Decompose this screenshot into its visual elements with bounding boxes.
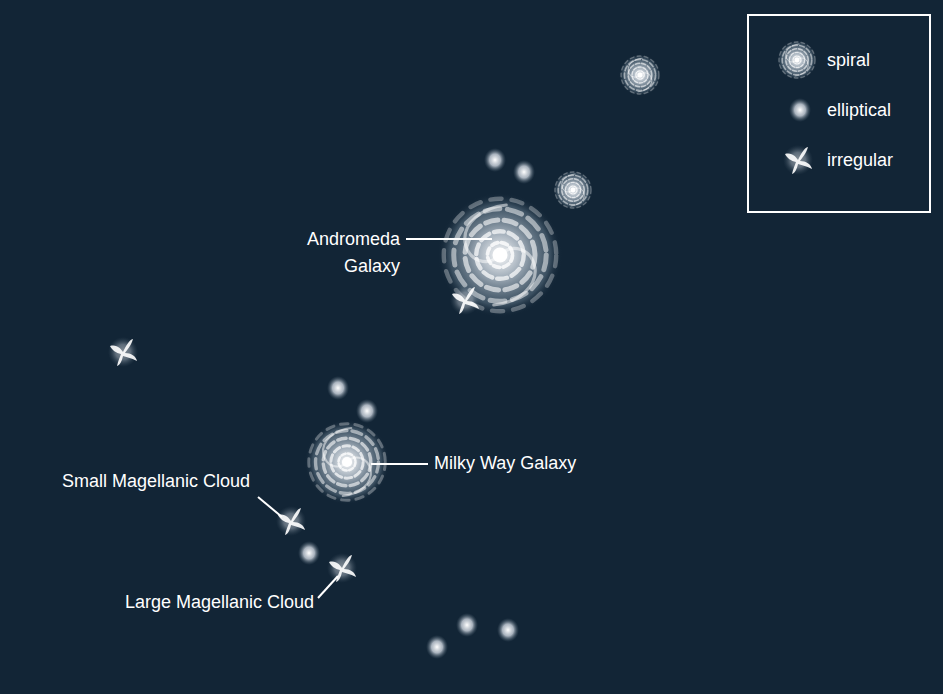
- galaxy-label: Large Magellanic Cloud: [125, 592, 314, 612]
- spiral-icon: [777, 40, 817, 80]
- galaxy-label: Small Magellanic Cloud: [62, 471, 250, 491]
- legend-entry: spiral: [827, 49, 870, 71]
- legend-entry: irregular: [827, 149, 893, 171]
- galaxy-label: Milky Way Galaxy: [434, 453, 576, 473]
- label-holder: Milky Way Galaxy: [434, 450, 634, 477]
- galaxy-label: Andromeda Galaxy: [307, 229, 400, 276]
- leader-line: [406, 238, 492, 240]
- legend-text: spiral: [827, 50, 870, 70]
- label-holder: Small Magellanic Cloud: [14, 468, 250, 495]
- label-holder: Andromeda Galaxy: [280, 226, 400, 280]
- legend-text: irregular: [827, 150, 893, 170]
- legend-text: elliptical: [827, 100, 891, 120]
- leader-line: [258, 497, 282, 517]
- legend-entry: elliptical: [827, 99, 891, 121]
- irregular-icon: [783, 145, 813, 175]
- legend-frame: [748, 15, 930, 212]
- leader-line: [371, 463, 428, 465]
- elliptical-icon: [789, 98, 811, 122]
- label-holder: Large Magellanic Cloud: [70, 589, 314, 616]
- leader-line: [318, 576, 338, 598]
